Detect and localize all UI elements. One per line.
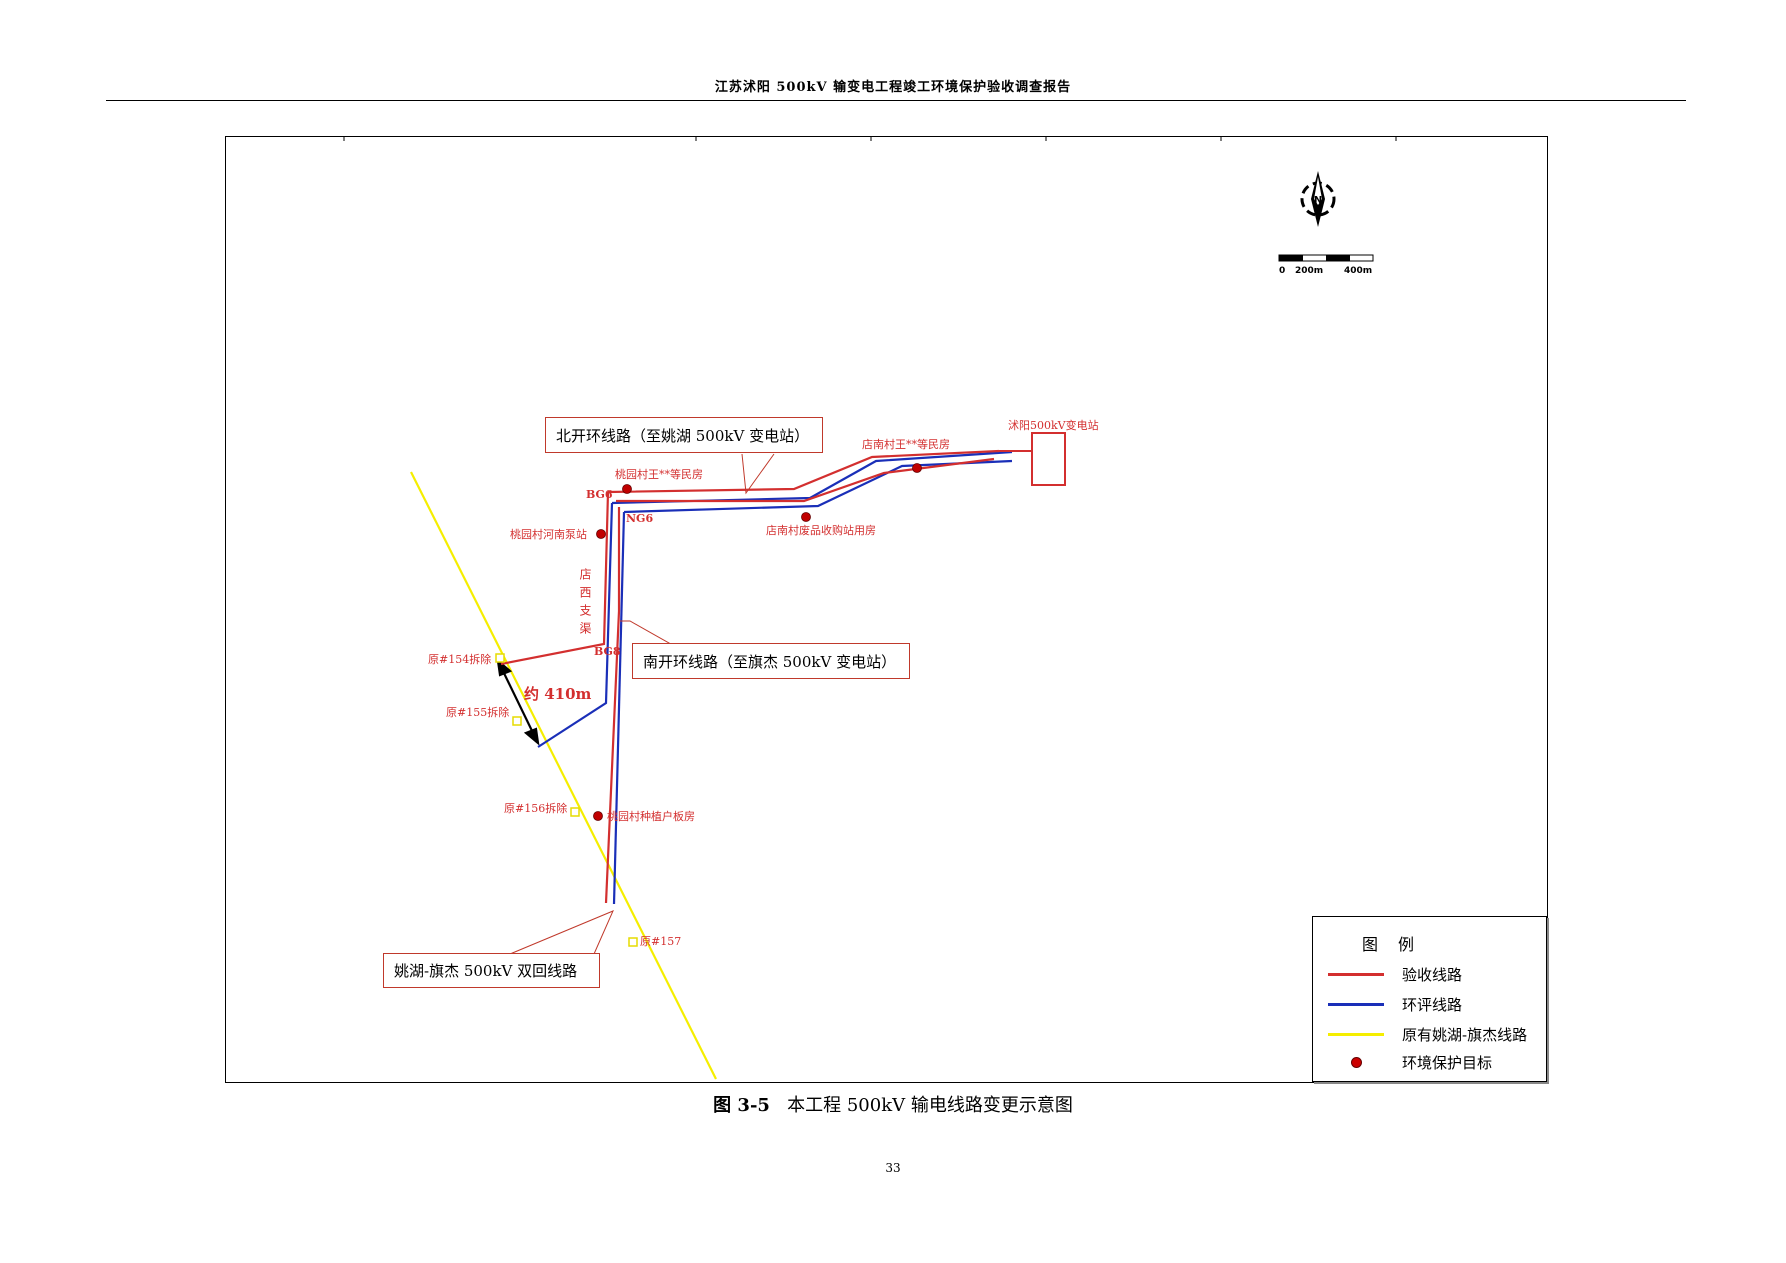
north-arrow-letter: N	[1314, 195, 1322, 206]
tower-154-marker	[495, 653, 505, 663]
label-tower-154: 原#154拆除	[428, 652, 491, 666]
label-taoyuan-north: 桃园村王**等民房	[615, 467, 703, 481]
target-taoyuan-north	[622, 484, 632, 494]
target-dian-tower	[801, 512, 811, 522]
page-number: 33	[885, 1161, 901, 1175]
legend-item-target: 环境保护目标	[1328, 1051, 1492, 1073]
legend-item-built: 验收线路	[1328, 963, 1462, 985]
scale-tick-0: 0	[1279, 266, 1285, 276]
label-substation: 沭阳500kV变电站	[1008, 418, 1099, 432]
tower-156-marker	[570, 807, 580, 817]
callout-north-line: 北开环线路（至姚湖 500kV 变电站）	[545, 417, 823, 453]
scale-tick-400: 400m	[1344, 266, 1372, 276]
legend-swatch-eia	[1328, 1002, 1384, 1006]
label-tower-155: 原#155拆除	[446, 705, 509, 719]
substation-box	[1031, 432, 1066, 486]
label-dianwang: 店南村王**等民房	[862, 437, 950, 451]
route-map: 沭阳500kV变电站 店南村王**等民房 桃园村王**等民房 BG6 NG6 桃…	[343, 137, 1397, 1080]
label-distance: 约 410m	[524, 685, 592, 703]
scale-bar: 0 200m 400m	[1278, 254, 1374, 276]
label-bg8: BG8	[594, 645, 621, 658]
original-line	[410, 471, 717, 1080]
label-dianxi-canal: 店西支渠	[578, 568, 592, 640]
legend-swatch-original	[1328, 1032, 1384, 1036]
label-pump: 桃园村河南泵站	[510, 527, 587, 541]
built-line-south	[604, 507, 621, 904]
eia-line-west	[537, 502, 614, 748]
north-arrow-icon: N	[1300, 171, 1336, 227]
label-tower-156: 原#156拆除	[504, 801, 567, 815]
callout-south-line: 南开环线路（至旗杰 500kV 变电站）	[632, 643, 910, 679]
built-line-north	[607, 449, 1000, 494]
document-header: 江苏沭阳 500kV 输变电工程竣工环境保护验收调查报告	[714, 80, 1072, 95]
legend-dot-target	[1350, 1056, 1362, 1068]
legend-label-eia: 环评线路	[1402, 995, 1463, 1014]
built-line-west	[500, 491, 610, 666]
tower-157-marker	[628, 937, 638, 947]
callout-double-line: 姚湖-旗杰 500kV 双回线路	[383, 953, 600, 988]
legend-label-target: 环境保护目标	[1402, 1053, 1493, 1072]
scale-tick-200: 200m	[1295, 266, 1323, 276]
label-taoyuan-south: 桃园村种植户板房	[607, 809, 695, 823]
protection-targets	[593, 463, 922, 821]
target-dianwang	[912, 463, 922, 473]
target-taoyuan-south	[593, 811, 603, 821]
distance-arrow	[496, 658, 540, 746]
map-frame: 沭阳500kV变电站 店南村王**等民房 桃园村王**等民房 BG6 NG6 桃…	[225, 136, 1548, 1083]
caption-text: 本工程 500kV 输电线路变更示意图	[787, 1095, 1073, 1116]
figure-caption: 图 3-5 本工程 500kV 输电线路变更示意图	[0, 1091, 1786, 1117]
label-dian-tower: 店南村废品收购站用房	[766, 523, 876, 537]
legend-label-built: 验收线路	[1402, 965, 1463, 984]
label-bg6: BG6	[586, 488, 613, 501]
callout-north-pointer	[741, 453, 775, 495]
tower-155-marker	[512, 716, 522, 726]
header-rule	[106, 100, 1686, 101]
frame-ticks	[343, 137, 1397, 141]
target-pump	[596, 529, 606, 539]
legend-item-eia: 环评线路	[1328, 993, 1462, 1015]
legend-item-original: 原有姚湖-旗杰线路	[1328, 1023, 1527, 1045]
caption-prefix: 图 3-5	[713, 1095, 770, 1116]
legend-title: 图例	[1361, 935, 1434, 954]
label-tower-157: 原#157	[640, 935, 681, 948]
legend: 图例 验收线路 环评线路 原有姚湖-旗杰线路 环境保护目标	[1312, 916, 1547, 1082]
legend-label-original: 原有姚湖-旗杰线路	[1402, 1025, 1528, 1044]
label-ng6: NG6	[626, 512, 653, 525]
legend-swatch-built	[1328, 972, 1384, 976]
built-line-north-2	[616, 457, 995, 503]
callout-double-pointer	[509, 910, 614, 955]
tower-markers	[495, 653, 638, 947]
eia-line-south	[612, 511, 626, 905]
